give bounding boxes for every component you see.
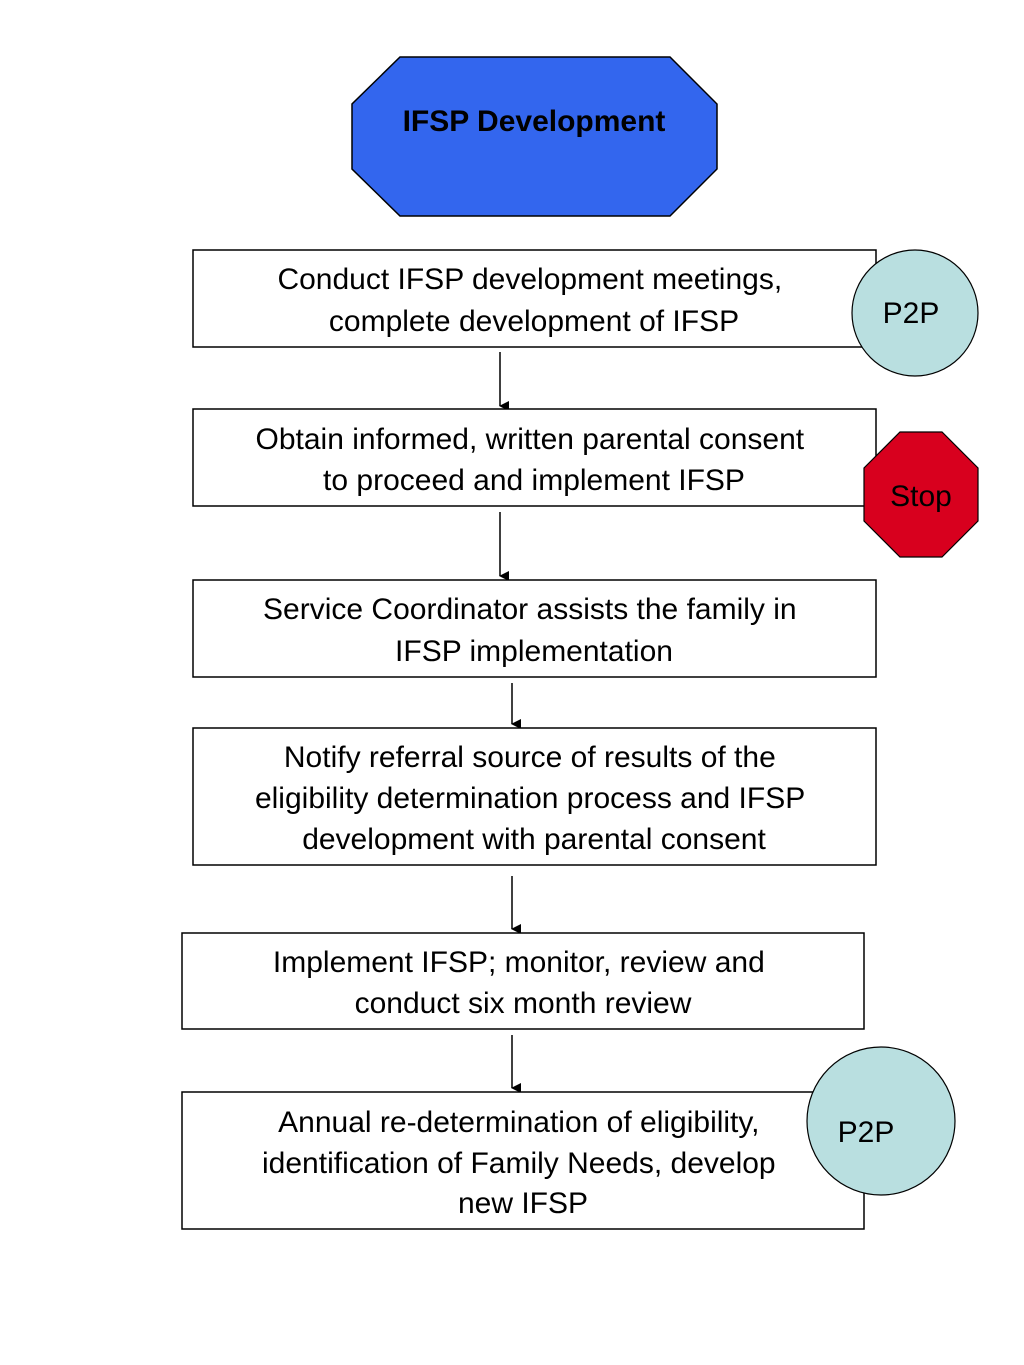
step-6-line-2: identification of Family Needs, develop [262, 1147, 776, 1180]
step-box-4: Notify referral source of results of the… [192, 727, 877, 866]
step-5-text: Implement IFSP; monitor, review and cond… [273, 946, 773, 1020]
step-6-line-1: Annual re-determination of eligibility, [278, 1106, 759, 1139]
step-2-line-1: Obtain informed, written parental consen… [256, 423, 805, 456]
step-box-1: Conduct IFSP development meetings, compl… [192, 249, 877, 348]
stop-badge: Stop [863, 431, 979, 558]
stop-octagon-shape [863, 431, 979, 558]
step-box-6: Annual re-determination of eligibility, … [181, 1091, 865, 1230]
step-4-text: Notify referral source of results of the… [255, 741, 813, 856]
step-4-line-1: Notify referral source of results of the [284, 741, 776, 774]
step-3-text: Service Coordinator assists the family i… [263, 593, 805, 668]
step-1-line-2: complete development of IFSP [329, 305, 739, 338]
step-box-5: Implement IFSP; monitor, review and cond… [181, 932, 865, 1030]
step-1-text: Conduct IFSP development meetings, compl… [277, 263, 790, 338]
step-2-text: Obtain informed, written parental consen… [256, 423, 813, 497]
step-2-line-2: to proceed and implement IFSP [323, 464, 745, 497]
step-5-line-1: Implement IFSP; monitor, review and [273, 946, 765, 979]
step-4-line-3: development with parental consent [302, 823, 766, 856]
step-3-line-2: IFSP implementation [395, 635, 673, 668]
diagram-title: IFSP Development [403, 105, 666, 138]
title-octagon-shape [351, 56, 718, 217]
p2p-badge-1: P2P [851, 249, 979, 377]
p2p-badge-2-label: P2P [838, 1116, 895, 1149]
p2p-circle-shape-1 [851, 249, 979, 377]
title-node: IFSP Development [351, 56, 718, 217]
step-4-line-2: eligibility determination process and IF… [255, 782, 805, 815]
step-box-2: Obtain informed, written parental consen… [192, 408, 877, 507]
step-box-3: Service Coordinator assists the family i… [192, 579, 877, 678]
p2p-circle-shape-2 [806, 1046, 956, 1196]
stop-badge-label: Stop [890, 480, 952, 513]
step-3-line-1: Service Coordinator assists the family i… [263, 593, 797, 626]
step-1-line-1: Conduct IFSP development meetings, [277, 263, 782, 296]
step-6-text: Annual re-determination of eligibility, … [262, 1106, 784, 1220]
p2p-badge-2: P2P [806, 1046, 956, 1196]
step-5-line-2: conduct six month review [355, 987, 692, 1020]
p2p-badge-1-label: P2P [883, 297, 940, 330]
step-6-line-3: new IFSP [458, 1187, 588, 1220]
